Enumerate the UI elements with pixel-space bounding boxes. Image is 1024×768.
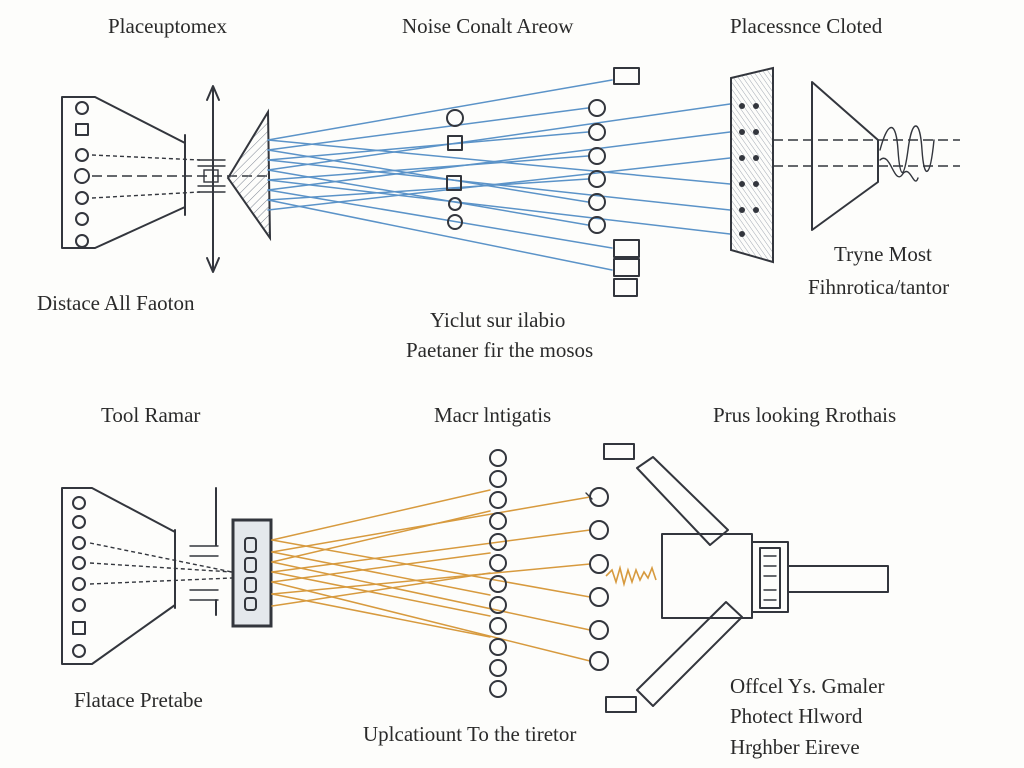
bottom-beam-10 bbox=[271, 561, 591, 631]
bottom-light-beams bbox=[271, 489, 591, 662]
top-output-cone bbox=[773, 81, 960, 231]
top-beam-9 bbox=[267, 139, 731, 185]
bottom-beam-12 bbox=[271, 581, 591, 662]
top-center-caption-line1: Yiclut sur ilabio bbox=[430, 308, 566, 332]
bottom-right-caption-line2: Photect Hlword bbox=[730, 704, 863, 728]
top-beam-15 bbox=[267, 199, 613, 271]
top-light-beams bbox=[267, 79, 731, 271]
bottom-mask-plate bbox=[231, 518, 273, 628]
top-detector-column bbox=[588, 99, 606, 234]
bottom-detector-housing bbox=[603, 443, 889, 713]
top-middle-lens-array bbox=[446, 109, 464, 230]
top-beam-1 bbox=[267, 79, 613, 141]
bottom-beam-8 bbox=[271, 539, 591, 598]
top-beam-8 bbox=[267, 157, 731, 211]
bottom-first-lens-column bbox=[489, 449, 507, 698]
top-beam-5 bbox=[267, 155, 589, 181]
top-filter-plate bbox=[730, 66, 774, 264]
bottom-left-title: Tool Ramar bbox=[101, 403, 201, 427]
top-beam-3 bbox=[267, 131, 589, 161]
top-sensor-blocks bbox=[613, 67, 640, 297]
bottom-second-lens-column bbox=[589, 487, 609, 671]
top-beam-6 bbox=[267, 131, 731, 191]
bottom-beam-5 bbox=[271, 552, 491, 583]
bottom-beam-13 bbox=[271, 593, 491, 638]
bottom-beam-3 bbox=[271, 510, 491, 563]
top-right-caption-line2: Fihnrotica/tantor bbox=[808, 275, 950, 299]
top-beam-4 bbox=[267, 103, 731, 171]
bottom-right-caption-line3: Hrghber Eireve bbox=[730, 735, 860, 759]
bottom-beam-crossing-marks bbox=[585, 492, 593, 500]
top-beam-14 bbox=[267, 189, 613, 249]
bottom-beam-11 bbox=[271, 571, 491, 617]
top-beam-12 bbox=[267, 169, 589, 226]
bottom-right-title: Prus looking Rrothais bbox=[713, 403, 897, 427]
top-beam-10 bbox=[267, 149, 589, 203]
top-right-caption-line1: Tryne Most bbox=[834, 242, 932, 266]
top-prism bbox=[226, 108, 272, 242]
bottom-source-emitters bbox=[72, 496, 86, 658]
bottom-signal-wave bbox=[605, 564, 657, 588]
top-beam-11 bbox=[267, 159, 731, 211]
top-beam-2 bbox=[267, 107, 589, 151]
top-right-title: Placessnce Cloted bbox=[730, 14, 883, 38]
top-center-caption-line2: Paetaner fir the mosos bbox=[406, 338, 594, 362]
top-left-caption: Distace All Faoton bbox=[37, 291, 195, 315]
top-beam-13 bbox=[267, 179, 731, 235]
bottom-source-assembly bbox=[61, 487, 233, 665]
top-center-title: Noise Conalt Areow bbox=[402, 14, 574, 38]
bottom-beam-1 bbox=[271, 489, 491, 541]
bottom-beam-6 bbox=[271, 563, 591, 595]
bottom-right-caption-line1: Offcel Ys. Gmaler bbox=[730, 674, 885, 698]
top-source-assembly bbox=[61, 96, 270, 249]
bottom-center-caption: Uplcatiount To the tiretor bbox=[363, 722, 577, 746]
top-beam-7 bbox=[267, 178, 589, 201]
top-source-emitters bbox=[74, 101, 90, 248]
bottom-beam-4 bbox=[271, 529, 591, 573]
bottom-beam-9 bbox=[271, 551, 491, 596]
top-left-title: Placeuptomex bbox=[108, 14, 227, 38]
bottom-left-caption: Flatace Pretabe bbox=[74, 688, 203, 712]
bottom-center-title: Macr lntigatis bbox=[434, 403, 552, 427]
top-vertical-arrow bbox=[206, 85, 220, 273]
